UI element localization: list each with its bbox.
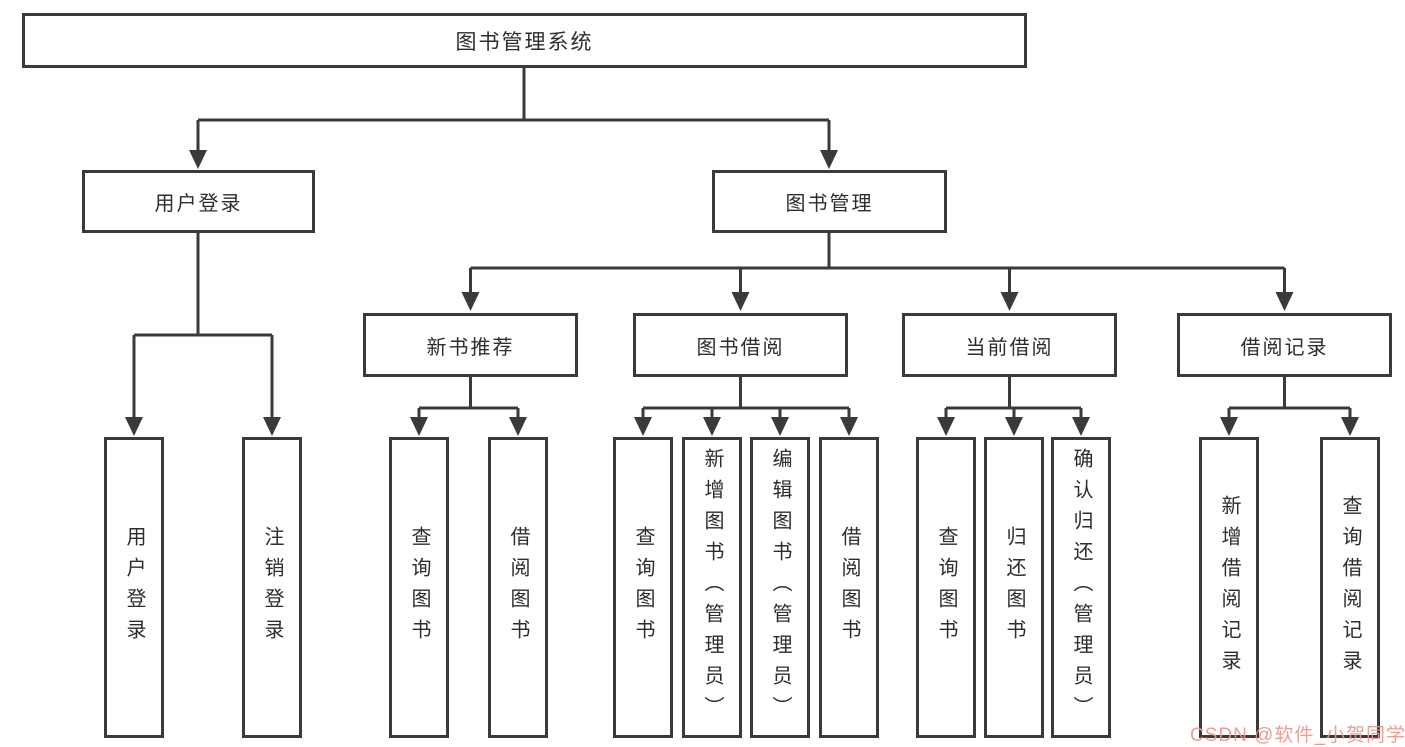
- node-borrow-record: 借阅记录: [1177, 313, 1392, 377]
- leaf-query-book-current: 查询图书: [916, 437, 976, 738]
- node-book-borrow-label: 图书借阅: [696, 336, 785, 359]
- leaf-borrow-book: 借阅图书: [819, 437, 879, 738]
- node-current-borrow: 当前借阅: [902, 313, 1117, 377]
- node-root-system: 图书管理系统: [22, 13, 1027, 68]
- leaf-logout: 注销登录: [242, 437, 302, 738]
- leaf-borrow-book-recommend: 借阅图书: [488, 437, 548, 738]
- leaf-edit-book-admin-label: 编辑图书（管理员）: [769, 448, 791, 727]
- leaf-query-borrow-record: 查询借阅记录: [1320, 437, 1380, 738]
- leaf-add-book-admin-label: 新增图书（管理员）: [701, 448, 723, 727]
- node-book-borrow: 图书借阅: [633, 313, 848, 377]
- leaf-confirm-return-admin: 确认归还（管理员）: [1051, 437, 1111, 738]
- leaf-return-book-label: 归还图书: [1003, 525, 1025, 650]
- leaf-query-book-borrow: 查询图书: [613, 437, 673, 738]
- leaf-borrow-book-recommend-label: 借阅图书: [507, 525, 529, 650]
- leaf-borrow-book-label: 借阅图书: [838, 525, 860, 650]
- leaf-add-borrow-record-label: 新增借阅记录: [1218, 494, 1240, 681]
- node-book-management-label: 图书管理: [785, 193, 874, 215]
- node-borrow-record-label: 借阅记录: [1240, 336, 1329, 359]
- leaf-add-borrow-record: 新增借阅记录: [1199, 437, 1259, 738]
- leaf-query-book-borrow-label: 查询图书: [632, 525, 654, 650]
- node-new-book-recommend-label: 新书推荐: [426, 336, 515, 359]
- leaf-user-login-label: 用户登录: [123, 525, 145, 650]
- node-user-login: 用户登录: [82, 170, 315, 233]
- leaf-edit-book-admin: 编辑图书（管理员）: [750, 437, 810, 738]
- node-new-book-recommend: 新书推荐: [363, 313, 578, 377]
- node-user-login-label: 用户登录: [154, 193, 243, 215]
- leaf-add-book-admin: 新增图书（管理员）: [682, 437, 742, 738]
- leaf-return-book: 归还图书: [984, 437, 1044, 738]
- leaf-confirm-return-admin-label: 确认归还（管理员）: [1070, 448, 1092, 727]
- leaf-user-login: 用户登录: [104, 437, 164, 738]
- leaf-query-book-current-label: 查询图书: [935, 525, 957, 650]
- csdn-watermark: CSDN @软件_小贺同学: [1190, 725, 1405, 746]
- leaf-query-borrow-record-label: 查询借阅记录: [1339, 494, 1361, 681]
- leaf-logout-label: 注销登录: [261, 525, 283, 650]
- leaf-query-book-recommend-label: 查询图书: [408, 525, 430, 650]
- node-book-management: 图书管理: [712, 170, 947, 233]
- node-current-borrow-label: 当前借阅: [965, 336, 1054, 359]
- node-root-system-label: 图书管理系统: [455, 30, 594, 54]
- leaf-query-book-recommend: 查询图书: [389, 437, 449, 738]
